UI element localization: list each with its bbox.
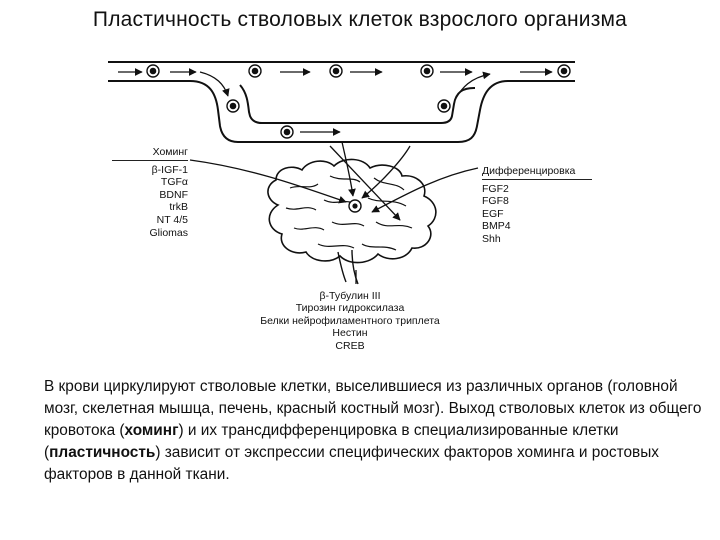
differentiation-factor: BMP4 bbox=[482, 220, 511, 233]
brain-icon bbox=[267, 158, 437, 285]
marker-item: CREB bbox=[335, 339, 365, 352]
description-text: В крови циркулируют стволовые клетки, вы… bbox=[44, 376, 704, 486]
differentiation-factor: FGF8 bbox=[482, 195, 509, 208]
homing-factors: Хоминг β-IGF-1 TGFα BDNF trkB NT 4/5 Gli… bbox=[112, 146, 188, 239]
description-part: В крови циркулируют стволовые клетки, вы… bbox=[44, 378, 702, 439]
homing-header: Хоминг bbox=[112, 146, 188, 161]
differentiation-header: Дифференцировка bbox=[482, 165, 592, 180]
differentiation-factor: FGF2 bbox=[482, 182, 509, 195]
marker-item: β-Тубулин III bbox=[319, 290, 381, 302]
differentiation-factor: EGF bbox=[482, 207, 504, 220]
tissue-arrows bbox=[189, 141, 479, 284]
marker-item: Нестин bbox=[332, 327, 368, 340]
homing-factor: β-IGF-1 bbox=[151, 163, 188, 176]
differentiation-factor: Shh bbox=[482, 232, 501, 245]
description-bold-homing: хоминг bbox=[124, 422, 179, 439]
description-part: ) зависит от экспрессии специфических фа… bbox=[44, 444, 659, 483]
stem-cells bbox=[146, 64, 571, 139]
neuronal-markers: β-Тубулин III Тирозин гидроксилаза Белки… bbox=[220, 290, 480, 352]
differentiation-factors: Дифференцировка FGF2 FGF8 EGF BMP4 Shh bbox=[482, 165, 592, 246]
homing-factor: trkB bbox=[169, 201, 188, 214]
homing-factor: TGFα bbox=[160, 176, 188, 189]
page-title: Пластичность стволовых клеток взрослого … bbox=[92, 8, 628, 31]
homing-factor: BDNF bbox=[159, 188, 188, 201]
flow-arrows bbox=[118, 68, 553, 136]
marker-item: Белки нейрофиламентного триплета bbox=[260, 314, 440, 327]
marker-item: Тирозин гидроксилаза bbox=[295, 302, 405, 315]
description-bold-plasticity: пластичность bbox=[49, 444, 156, 461]
description-part: ) и их трансдифференцировка в специализи… bbox=[44, 422, 619, 461]
homing-factor: Gliomas bbox=[149, 226, 188, 239]
homing-factor: NT 4/5 bbox=[156, 213, 188, 226]
